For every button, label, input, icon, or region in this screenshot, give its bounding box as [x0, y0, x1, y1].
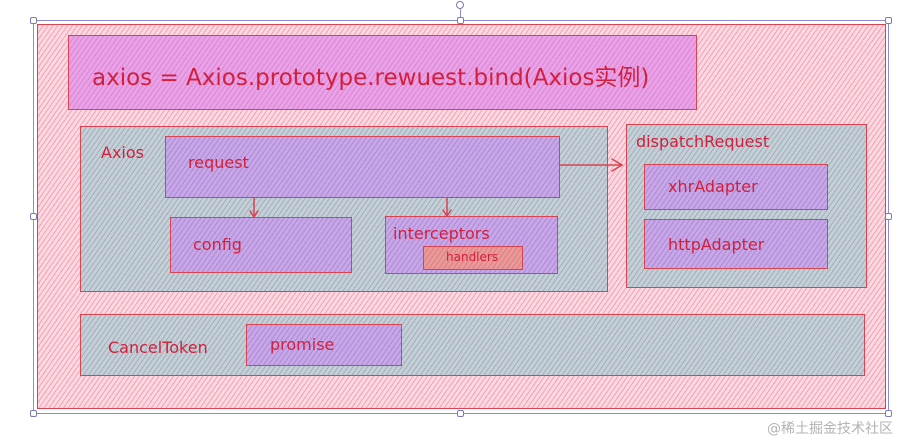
resize-handle-top-left[interactable]: [30, 17, 37, 24]
request-label: request: [188, 153, 249, 172]
formula-text: axios = Axios.prototype.rewuest.bind(Axi…: [92, 65, 650, 91]
promise-label: promise: [270, 335, 335, 354]
rotate-stem: [460, 8, 461, 20]
request-node[interactable]: [165, 136, 560, 198]
formula-box[interactable]: [68, 35, 697, 110]
xhr-adapter-node[interactable]: [644, 164, 828, 210]
resize-handle-top-center[interactable]: [457, 17, 464, 24]
resize-handle-middle-left[interactable]: [30, 213, 37, 220]
config-node[interactable]: [170, 217, 352, 273]
canceltoken-label: CancelToken: [108, 338, 208, 357]
resize-handle-middle-right[interactable]: [885, 213, 892, 220]
rotate-handle[interactable]: [456, 1, 464, 9]
promise-node[interactable]: [246, 324, 402, 366]
canceltoken-panel[interactable]: [80, 314, 865, 376]
http-adapter-node[interactable]: [644, 219, 828, 269]
dispatch-label: dispatchRequest: [636, 132, 770, 151]
http-adapter-label: httpAdapter: [668, 235, 765, 254]
watermark: @稀土掘金技术社区: [767, 421, 893, 437]
resize-handle-bottom-right[interactable]: [885, 410, 892, 417]
resize-handle-bottom-left[interactable]: [30, 410, 37, 417]
handlers-node[interactable]: [423, 246, 523, 270]
resize-handle-top-right[interactable]: [885, 17, 892, 24]
xhr-adapter-label: xhrAdapter: [668, 177, 758, 196]
resize-handle-bottom-center[interactable]: [457, 410, 464, 417]
interceptors-label: interceptors: [393, 224, 490, 243]
axios-label: Axios: [101, 143, 144, 162]
config-label: config: [193, 235, 242, 254]
handlers-label: handlers: [446, 250, 499, 264]
